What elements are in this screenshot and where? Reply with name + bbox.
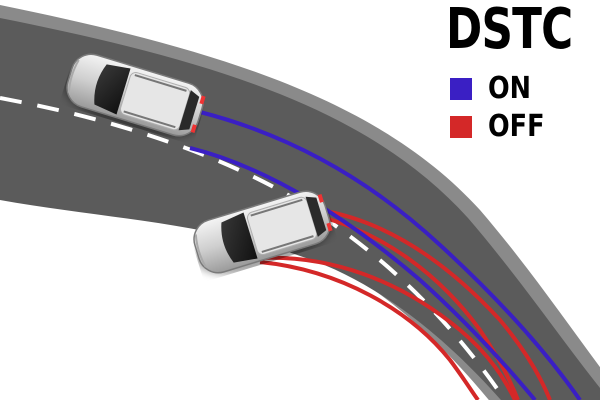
legend-swatch-off [450,116,472,138]
legend-label-off: OFF [488,109,545,144]
legend-title: DSTC [446,0,573,62]
dstc-on-trajectories [189,110,582,400]
dstc-off-trajectories [259,208,552,400]
legend-item-off: OFF [450,110,555,144]
legend-label-on: ON [488,71,532,106]
legend-item-on: ON [450,72,539,106]
legend-swatch-on [450,78,472,100]
